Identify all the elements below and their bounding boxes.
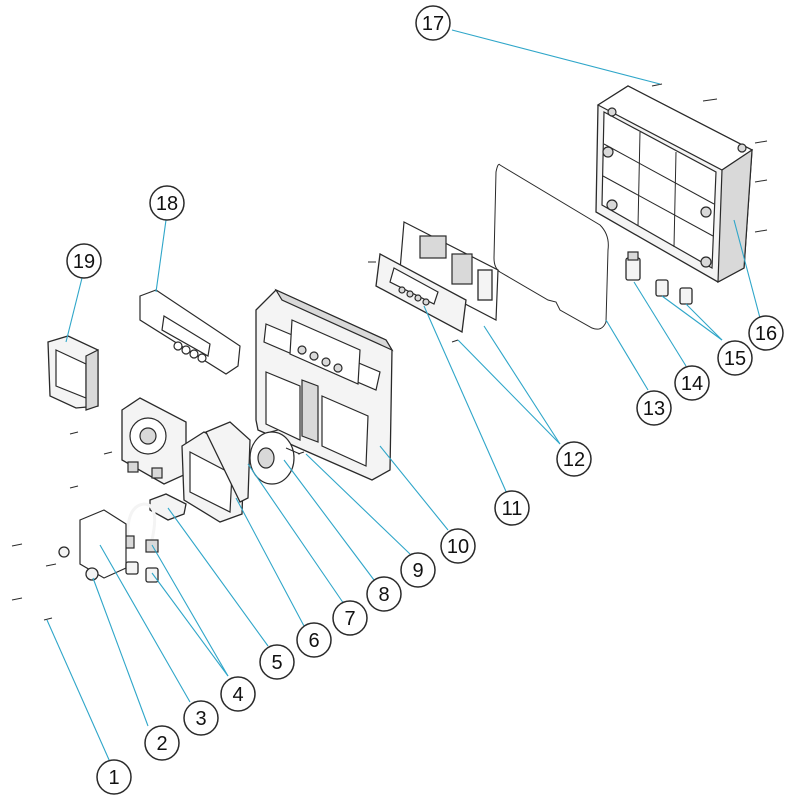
leader-3 — [99, 544, 191, 703]
callout-label: 15 — [724, 348, 746, 370]
callout-label: 18 — [156, 193, 178, 215]
leader-15a — [661, 295, 723, 341]
leader-5 — [167, 507, 269, 647]
callout-circle — [296, 622, 332, 658]
callout-label: 2 — [156, 733, 167, 755]
callout-12: 12 — [556, 441, 592, 477]
leader-13 — [605, 319, 649, 391]
callout-label: 5 — [271, 652, 282, 674]
callout-label: 12 — [563, 449, 585, 471]
part-rear-enclosure-box — [595, 83, 768, 284]
part-front-casing — [255, 288, 394, 481]
callout-circle — [149, 185, 185, 221]
callout-label: 17 — [422, 13, 444, 35]
callout-label: 1 — [108, 767, 119, 789]
leader-15b — [685, 303, 723, 341]
leader-7 — [247, 463, 345, 605]
callout-16: 16 — [748, 315, 784, 351]
callout-circle — [144, 725, 180, 761]
callout-19: 19 — [66, 243, 102, 279]
callout-circle — [66, 243, 102, 279]
callout-label: 9 — [412, 560, 423, 582]
leader-18 — [155, 219, 167, 293]
part-cover — [47, 335, 99, 411]
callout-label: 6 — [308, 630, 319, 652]
callout-7: 7 — [332, 600, 368, 636]
leader-4b — [151, 544, 229, 677]
callout-3: 3 — [183, 700, 219, 736]
callout-9: 9 — [400, 552, 436, 588]
callout-circle — [748, 315, 784, 351]
callout-11: 11 — [494, 490, 530, 526]
callout-label: 7 — [344, 608, 355, 630]
leader-4a — [151, 572, 229, 677]
callout-circle — [674, 365, 710, 401]
leader-2 — [92, 577, 149, 727]
callout-label: 13 — [643, 398, 665, 420]
leader-12b — [483, 325, 561, 445]
callout-label: 16 — [755, 323, 777, 345]
callout-label: 11 — [502, 498, 523, 520]
part-electronic-board — [368, 221, 499, 343]
callout-label: 4 — [232, 684, 243, 706]
callout-18: 18 — [149, 185, 185, 221]
callout-10: 10 — [440, 528, 476, 564]
callout-8: 8 — [366, 576, 402, 612]
leader-19 — [65, 277, 83, 343]
callout-circle — [183, 700, 219, 736]
callout-1: 1 — [96, 759, 132, 795]
callout-5: 5 — [259, 644, 295, 680]
part-gasket — [493, 163, 609, 330]
callout-4: 4 — [220, 676, 256, 712]
callout-label: 10 — [447, 536, 469, 558]
callout-circle — [332, 600, 368, 636]
callout-label: 14 — [681, 373, 703, 395]
callout-label: 3 — [195, 708, 206, 730]
callout-circle — [415, 5, 451, 41]
callout-circle — [440, 528, 476, 564]
leader-12a — [457, 339, 561, 445]
callout-circle — [556, 441, 592, 477]
callout-circle — [220, 676, 256, 712]
leader-14 — [633, 281, 687, 367]
leader-lines — [46, 29, 761, 763]
leader-1 — [46, 619, 111, 763]
callout-15: 15 — [717, 340, 753, 376]
leader-6 — [235, 497, 305, 627]
leader-8 — [283, 459, 375, 581]
leader-9 — [305, 453, 411, 555]
part-front-label — [139, 289, 241, 375]
callout-circle — [717, 340, 753, 376]
leader-16 — [733, 219, 761, 319]
callout-2: 2 — [144, 725, 180, 761]
part-pump-assembly — [69, 397, 305, 523]
callout-circle — [636, 390, 672, 426]
callout-17: 17 — [415, 5, 451, 41]
callout-label: 8 — [378, 584, 389, 606]
callout-13: 13 — [636, 390, 672, 426]
part-cable-glands — [625, 251, 693, 305]
callout-label: 19 — [73, 251, 95, 273]
leader-10 — [379, 445, 449, 531]
callout-circle — [400, 552, 436, 588]
part-tube-and-fittings — [11, 502, 159, 621]
callout-14: 14 — [674, 365, 710, 401]
callout-circle — [259, 644, 295, 680]
callout-circle — [494, 490, 530, 526]
callout-circle — [366, 576, 402, 612]
leader-11 — [423, 305, 509, 497]
callout-6: 6 — [296, 622, 332, 658]
leader-17 — [451, 29, 661, 85]
callout-circle — [96, 759, 132, 795]
